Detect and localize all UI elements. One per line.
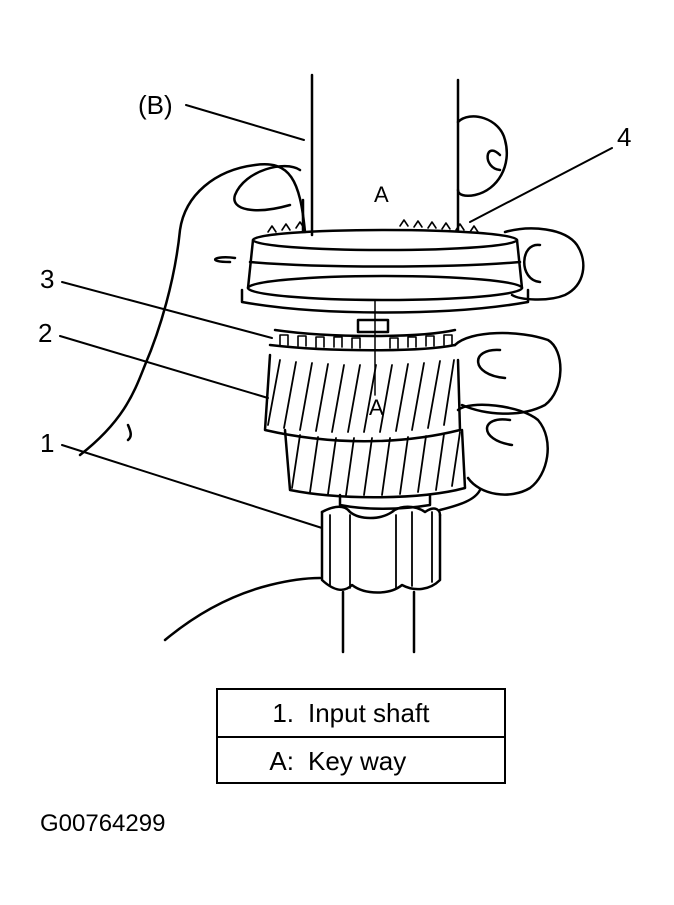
tool-b [301, 73, 460, 237]
legend-row: 1. Input shaft [218, 690, 504, 736]
callout-3-label: 3 [40, 264, 55, 294]
key-way [356, 299, 390, 396]
legend-value: Input shaft [308, 697, 430, 728]
callout-2-label: 2 [38, 318, 53, 348]
right-fingers [453, 115, 585, 496]
legend-key: A: [269, 745, 294, 776]
callout-4-label: 4 [617, 122, 632, 152]
callout-1-label: 1 [40, 428, 55, 458]
legend-table: 1. Input shaft A: Key way [216, 688, 506, 784]
legend-key: 1. [272, 697, 294, 728]
left-hand [78, 163, 482, 642]
gear-assembly-illustration [59, 73, 613, 654]
synchronizer-sleeve [240, 219, 530, 314]
synchronizer-ring [268, 328, 457, 352]
keyway-a-mid-label: A [369, 395, 384, 420]
legend-value: Key way [308, 745, 407, 776]
leader-lines [59, 104, 613, 529]
legend-row: A: Key way [218, 736, 504, 784]
figure-id: G00764299 [40, 810, 166, 837]
input-shaft [320, 493, 442, 654]
callout-b-label: (B) [138, 90, 173, 120]
helical-gear [263, 353, 467, 499]
keyway-a-top-label: A [374, 182, 389, 207]
